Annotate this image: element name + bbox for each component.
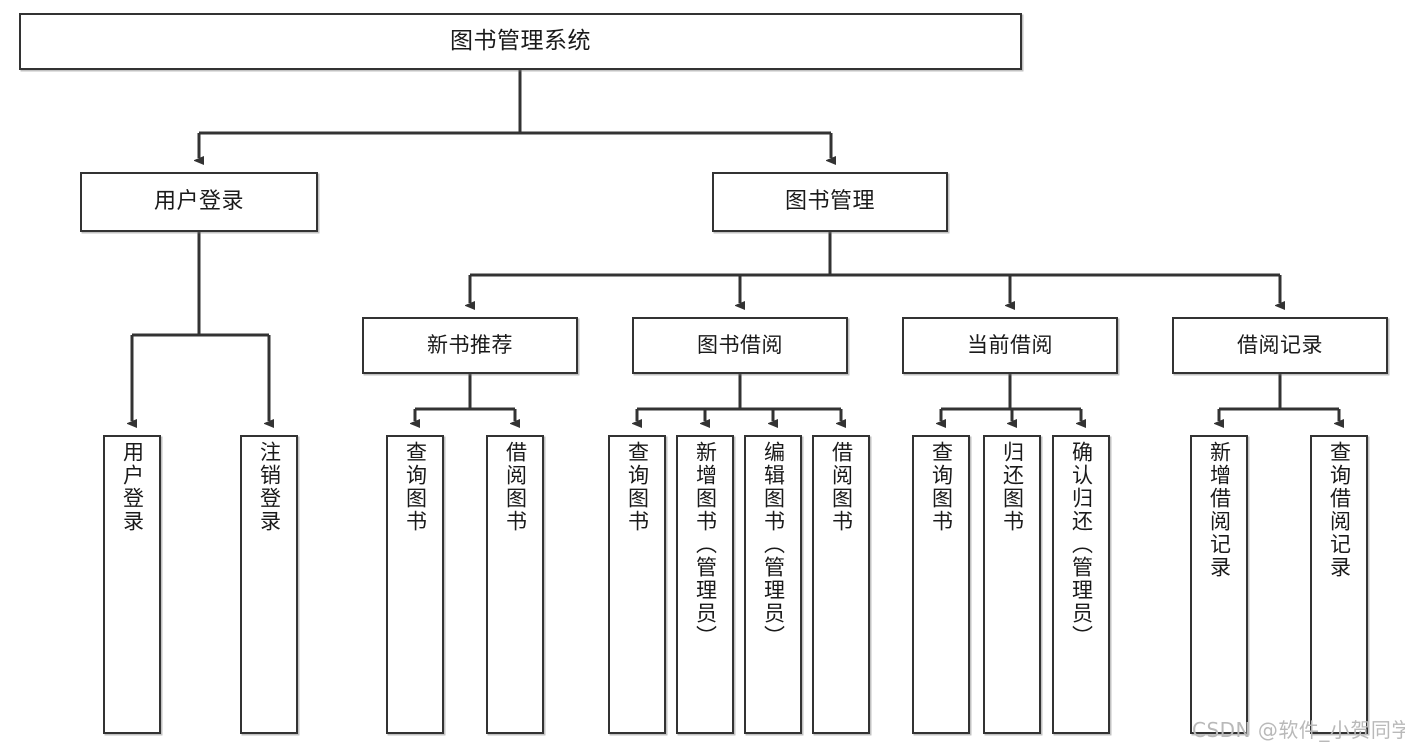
node-leaf-query-book-current[interactable]: 查询图书: [912, 435, 970, 734]
node-label: 查询借阅记录: [1327, 441, 1352, 579]
node-label: 查询图书: [929, 441, 954, 533]
node-leaf-query-book-rec[interactable]: 查询图书: [386, 435, 444, 734]
node-book-borrow[interactable]: 图书借阅: [632, 317, 848, 374]
node-label: 借阅图书: [503, 441, 528, 533]
node-borrow-record[interactable]: 借阅记录: [1172, 317, 1388, 374]
node-leaf-borrow-book-rec[interactable]: 借阅图书: [486, 435, 544, 734]
node-leaf-user-logout[interactable]: 注销登录: [240, 435, 298, 734]
node-label: 借阅记录: [1237, 333, 1323, 358]
node-leaf-edit-book-admin[interactable]: 编辑图书（管理员）: [744, 435, 802, 734]
csdn-watermark: CSDN @软件_小贺同学: [1192, 718, 1405, 742]
node-label: 借阅图书: [829, 441, 854, 533]
node-book-management[interactable]: 图书管理: [712, 172, 948, 232]
node-leaf-query-book-borrow[interactable]: 查询图书: [608, 435, 666, 734]
node-leaf-borrow-book[interactable]: 借阅图书: [812, 435, 870, 734]
node-label: 查询图书: [403, 441, 428, 533]
node-label: 编辑图书（管理员）: [761, 441, 786, 648]
node-leaf-user-login[interactable]: 用户登录: [103, 435, 161, 734]
node-user-login[interactable]: 用户登录: [80, 172, 318, 232]
node-leaf-return-book[interactable]: 归还图书: [983, 435, 1041, 734]
node-label: 图书借阅: [697, 333, 783, 358]
node-label: 注销登录: [257, 441, 282, 533]
node-new-book-recommend[interactable]: 新书推荐: [362, 317, 578, 374]
node-leaf-confirm-return-admin[interactable]: 确认归还（管理员）: [1052, 435, 1110, 734]
node-leaf-add-book-admin[interactable]: 新增图书（管理员）: [676, 435, 734, 734]
node-leaf-query-borrow-record[interactable]: 查询借阅记录: [1310, 435, 1368, 734]
node-leaf-add-borrow-record[interactable]: 新增借阅记录: [1190, 435, 1248, 734]
node-label: 新增图书（管理员）: [693, 441, 718, 648]
node-label: 用户登录: [153, 189, 244, 215]
node-label: 用户登录: [120, 441, 145, 533]
node-label: 当前借阅: [967, 333, 1053, 358]
node-label: 确认归还（管理员）: [1069, 441, 1094, 648]
node-label: 归还图书: [1000, 441, 1025, 533]
node-label: 新书推荐: [427, 333, 513, 358]
node-book-management-system[interactable]: 图书管理系统: [19, 13, 1022, 70]
node-label: 查询图书: [625, 441, 650, 533]
node-label: 新增借阅记录: [1207, 441, 1232, 579]
node-label: 图书管理系统: [450, 28, 591, 55]
node-label: 图书管理: [784, 189, 875, 215]
node-current-borrow[interactable]: 当前借阅: [902, 317, 1118, 374]
